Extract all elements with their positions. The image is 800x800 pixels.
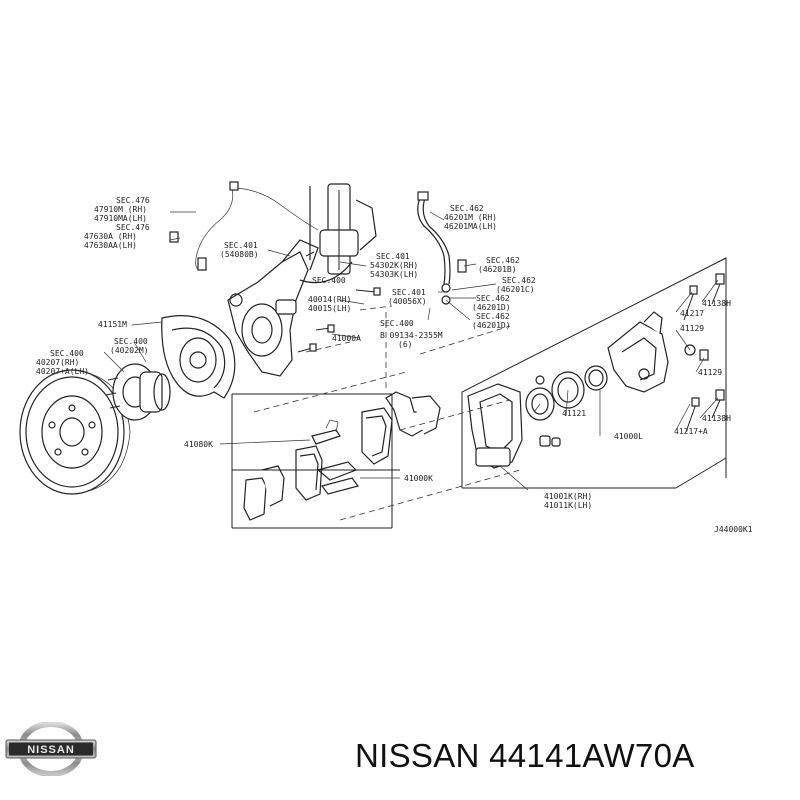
label-sec462-a: SEC.462 — [450, 204, 484, 213]
part-number-title: NISSAN 44141AW70A — [355, 737, 695, 774]
label-46201ma: 46201MA(LH) — [444, 222, 497, 231]
label-sec400-c: SEC.400 — [50, 349, 84, 358]
caliper-kit-box — [461, 257, 727, 489]
label-40056x: (40056X) — [388, 297, 427, 306]
leader-lines — [103, 211, 719, 491]
label-41000k: 41000K — [404, 474, 433, 483]
label-sec400-a: SEC.400 — [312, 276, 346, 285]
label-sec462-d: SEC.462 — [476, 294, 510, 303]
svg-text:NISSAN: NISSAN — [27, 744, 75, 756]
label-41129-b: 41129 — [698, 368, 722, 377]
label-47630a: 47630A (RH) — [84, 232, 137, 241]
label-54303k: 54303K(LH) — [370, 270, 418, 279]
label-41151m: 41151M — [98, 320, 127, 329]
label-sec476-b: SEC.476 — [116, 223, 150, 232]
label-41011k: 41011K(LH) — [544, 501, 592, 510]
label-40202m: (40202M) — [110, 346, 149, 355]
label-41138h-a: 41138H — [702, 299, 731, 308]
label-41121: 41121 — [562, 409, 586, 418]
knuckle-bolts — [297, 251, 381, 353]
label-sec400-b: SEC.400 — [380, 319, 414, 328]
label-54302k: 54302K(RH) — [370, 261, 418, 270]
nissan-logo: NISSAN — [5, 722, 97, 776]
label-41001k: 41001K(RH) — [544, 492, 592, 501]
label-47910ma: 47910MA(LH) — [94, 214, 147, 223]
label-41000a: 41000A — [332, 334, 361, 343]
brake-assembly-diagram: SEC.476 47910M (RH) 47910MA(LH) SEC.476 … — [19, 181, 753, 534]
label-46201b: (46201B) — [478, 265, 517, 274]
label-40207: 40207(RH) — [36, 358, 79, 367]
label-sec400-d: SEC.400 — [114, 337, 148, 346]
label-09134: B 09134-2355M — [380, 331, 443, 340]
label-40014: 40014(RH) — [308, 295, 351, 304]
label-40015: 40015(LH) — [308, 304, 351, 313]
label-54080b: (54080B) — [220, 250, 259, 259]
label-46201c: (46201C) — [496, 285, 535, 294]
label-6: (6) — [398, 340, 412, 349]
assembly-lines — [253, 305, 521, 521]
label-41000l: 41000L — [614, 432, 643, 441]
label-sec462-b: SEC.462 — [486, 256, 520, 265]
label-41138h-b: 41138H — [702, 414, 731, 423]
label-46201d-b: (46201D) — [472, 321, 511, 330]
caliper-pins — [683, 273, 725, 433]
label-sec401-a: SEC.401 — [224, 241, 258, 250]
label-40207a: 40207+A(LH) — [36, 367, 89, 376]
wheel-hub — [105, 363, 171, 421]
brake-rotor — [19, 369, 131, 495]
brake-pads — [243, 391, 441, 521]
abs-sensor-harness — [169, 181, 319, 271]
diagram-code: J44000K1 — [714, 525, 753, 534]
caliper-body — [607, 311, 669, 393]
part-labels: SEC.476 47910M (RH) 47910MA(LH) SEC.476 … — [36, 196, 753, 534]
label-sec462-c: SEC.462 — [502, 276, 536, 285]
label-41217: 41217 — [680, 309, 704, 318]
strut — [299, 183, 377, 284]
label-47630aa: 47630AA(LH) — [84, 241, 137, 250]
label-41080k: 41080K — [184, 440, 213, 449]
label-41129-a: 41129 — [680, 324, 704, 333]
dust-shield — [161, 315, 236, 399]
label-sec476-a: SEC.476 — [116, 196, 150, 205]
steering-knuckle — [227, 239, 319, 377]
label-sec462-e: SEC.462 — [476, 312, 510, 321]
label-46201d-a: (46201D) — [472, 303, 511, 312]
label-46201m: 46201M (RH) — [444, 213, 497, 222]
label-sec401-b: SEC.401 — [376, 252, 410, 261]
label-41217a: 41217+A — [674, 427, 708, 436]
caliper-bracket — [467, 383, 523, 469]
label-47910m: 47910M (RH) — [94, 205, 147, 214]
label-sec401-c: SEC.401 — [392, 288, 426, 297]
